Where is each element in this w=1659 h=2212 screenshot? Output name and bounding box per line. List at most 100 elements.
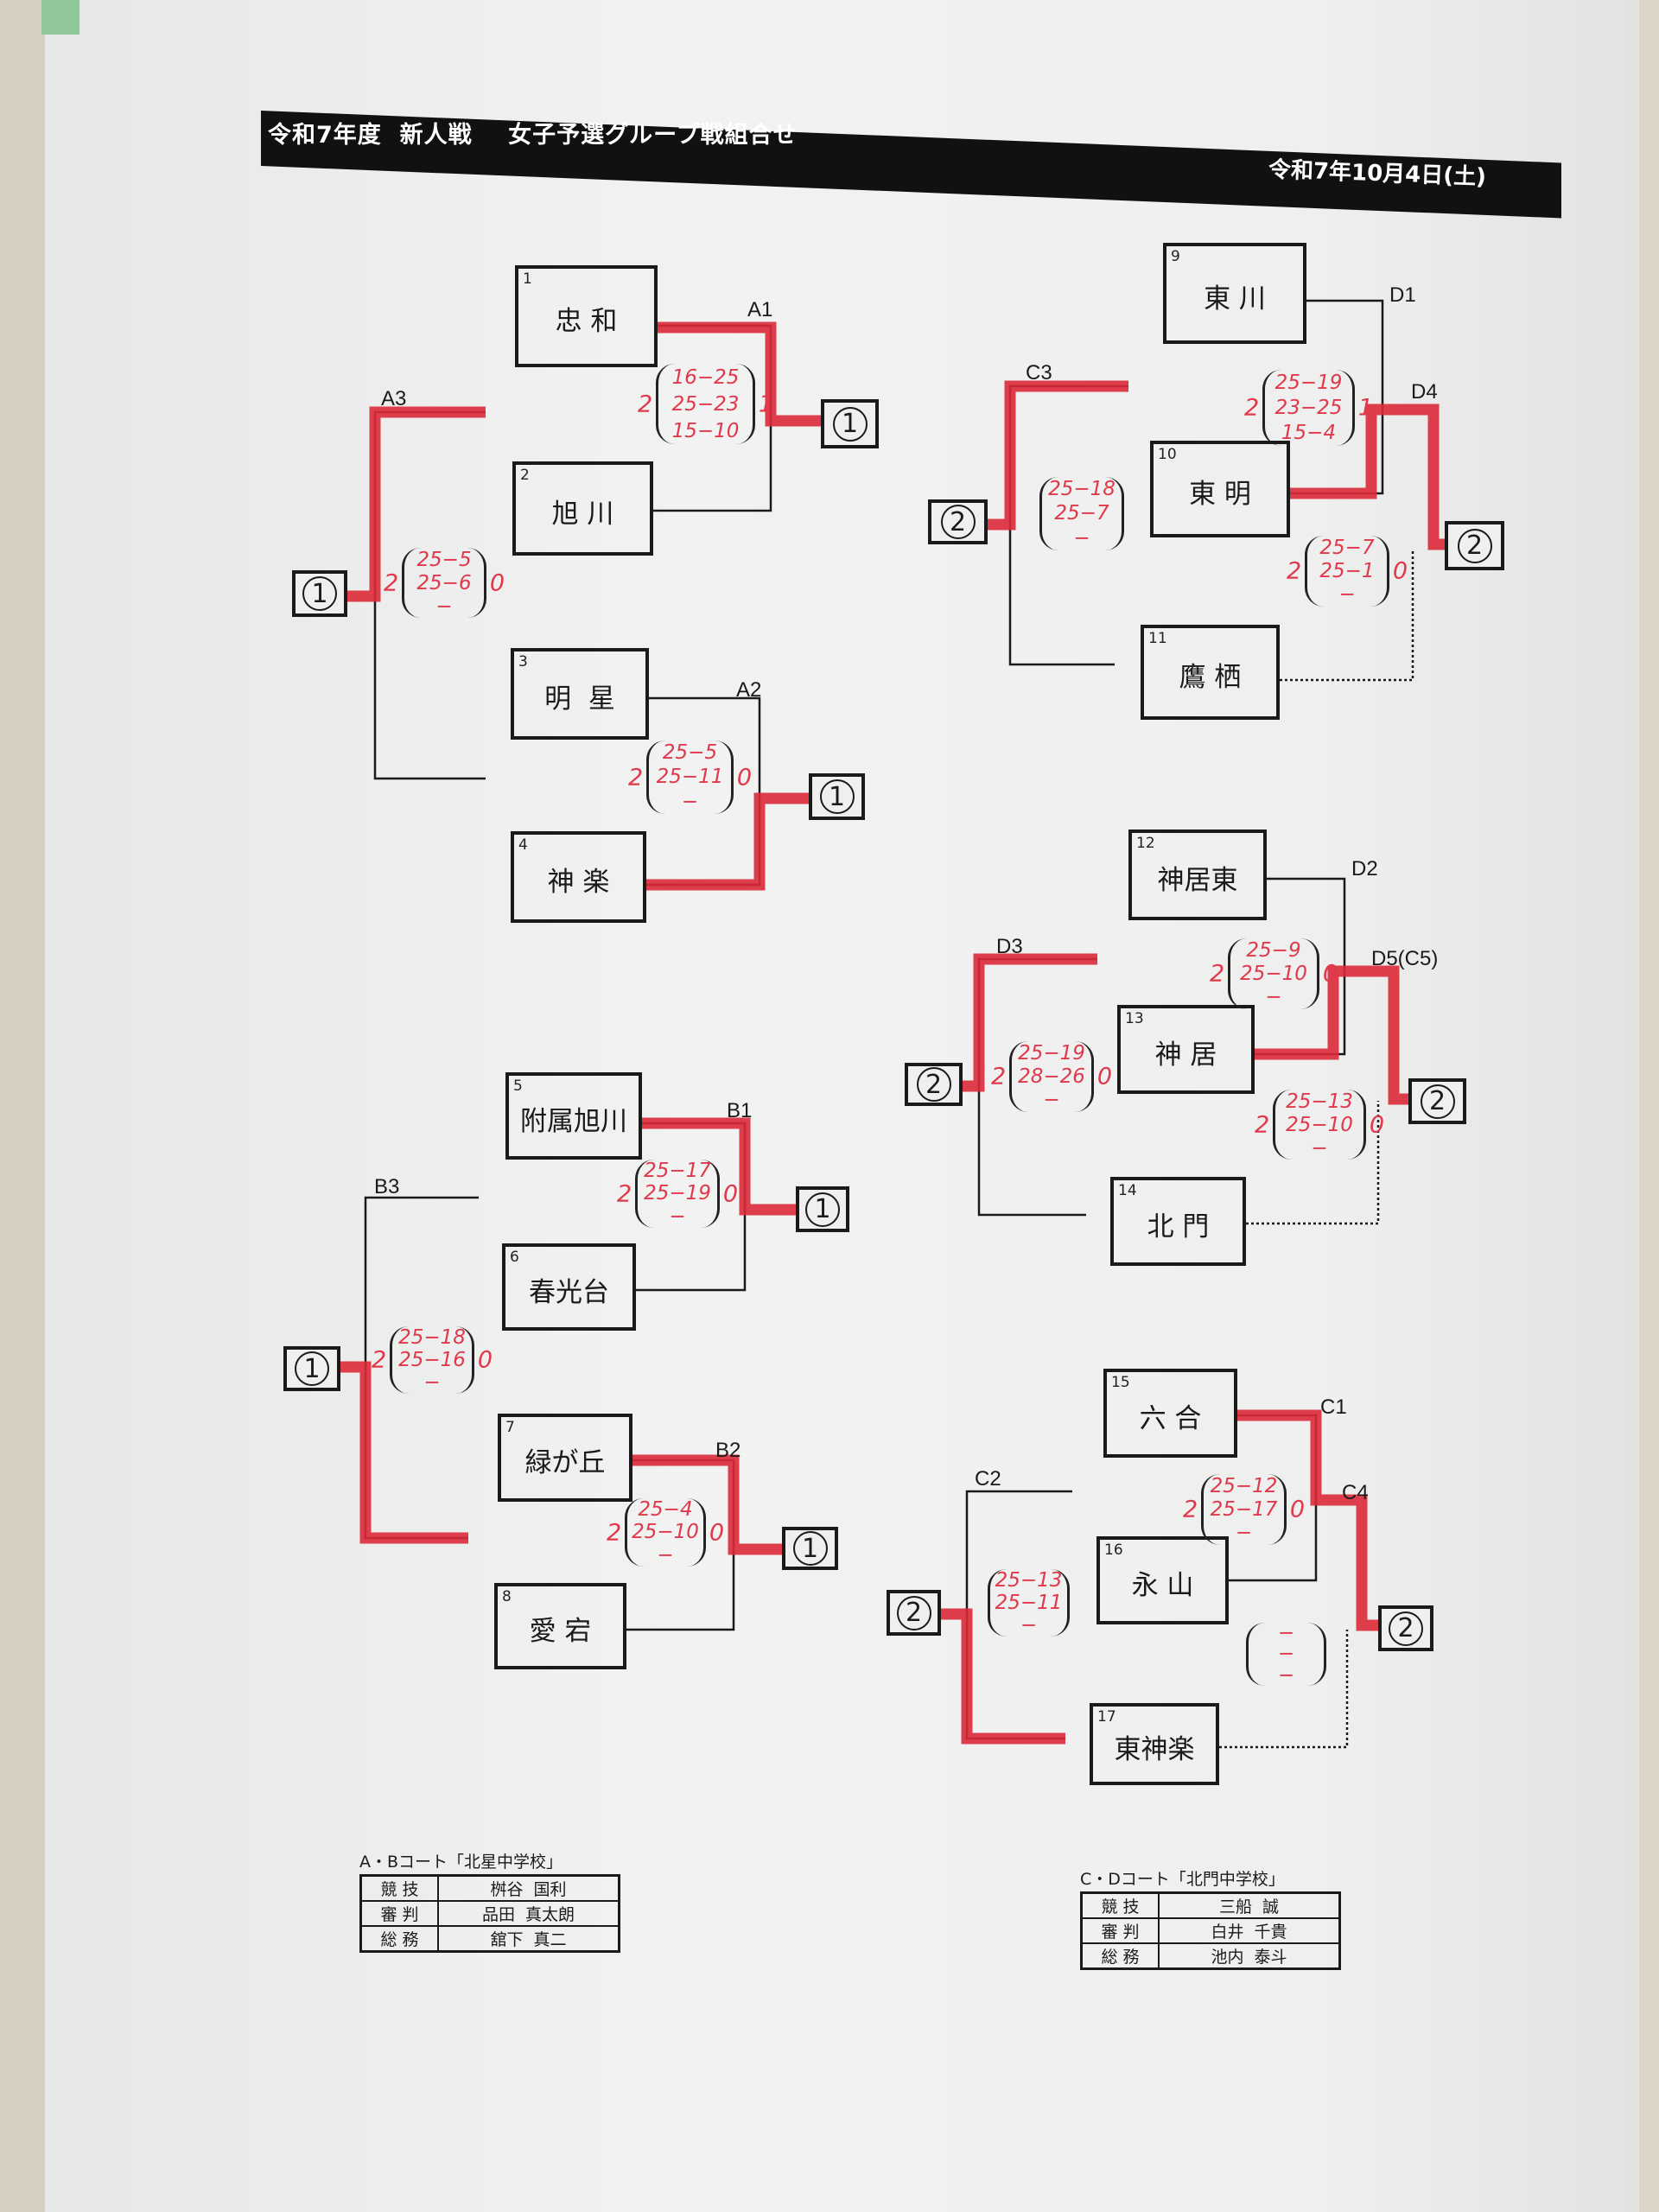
circled-rank: 1 [302,576,337,611]
set-score: 25−10 [1240,962,1307,985]
officials-grid: 競 技三船 誠 審 判白井 千貴 総 務池内 泰斗 [1080,1891,1341,1970]
role-cell: 競 技 [1080,1891,1160,1919]
team-name: 愛 宕 [529,1615,592,1647]
team-name: 附属旭川 [520,1105,627,1137]
set-score: 25−19 [1018,1041,1085,1065]
team-name: 春光台 [529,1276,609,1308]
sets-won-right: 1 [758,391,773,417]
rank-box: 2 [887,1590,941,1636]
team-box: 9 東 川 [1163,243,1306,344]
sets-won-right: 0 [489,569,505,596]
sets-won-left: 2 [372,1346,387,1374]
team-name: 忠 和 [555,305,618,337]
highlight-C2 [941,1608,1065,1745]
team-number: 14 [1118,1182,1137,1199]
match-label: C3 [1026,361,1052,385]
person-cell: 桝谷 国利 [437,1874,620,1902]
circled-rank: 1 [805,1192,840,1227]
team-name: 永 山 [1131,1569,1194,1601]
sets-won-left: 2 [991,1063,1007,1090]
set-score: 25−13 [1286,1090,1353,1113]
team-number: 13 [1125,1010,1144,1027]
team-number: 17 [1097,1708,1116,1726]
set-score: 23−25 [1274,396,1343,419]
sets-won-left: 2 [638,391,653,417]
team-name: 旭 川 [551,498,614,530]
sets-won-right: 0 [709,1519,724,1546]
set-scores: −−− [1246,1623,1326,1686]
match-label: D3 [996,935,1023,958]
set-score: − [1277,1663,1295,1687]
rank-box: 2 [905,1063,963,1106]
set-score: − [1338,583,1356,607]
team-number: 4 [518,836,528,854]
sets-won-left: 2 [1210,960,1225,988]
set-score: − [1277,1643,1295,1666]
rank-box: 1 [796,1186,849,1232]
set-score: − [1277,1622,1295,1645]
team-name: 東 川 [1204,283,1266,315]
set-score: 15−10 [671,419,740,442]
highlight-D1-D4 [1290,404,1445,550]
match-label: A3 [381,387,407,410]
team-number: 1 [523,270,532,288]
set-score: 25−18 [1048,478,1116,501]
set-score: − [423,1371,441,1394]
rank-box: 1 [292,570,347,617]
role-cell: 総 務 [359,1925,439,1953]
set-score: 15−4 [1281,422,1337,445]
line-D4-dotted [1280,550,1414,682]
person-cell: 三船 誠 [1158,1891,1341,1919]
match-label: D5(C5) [1371,947,1439,970]
highlight-C1-C4 [1237,1409,1378,1631]
team-name: 明 星 [544,683,615,715]
match-label: D4 [1411,380,1438,404]
highlight-C3 [988,380,1128,531]
person-cell: 舘下 真二 [437,1925,620,1953]
match-label: C1 [1320,1395,1347,1419]
highlight-B2 [632,1454,782,1555]
team-name: 六 合 [1139,1402,1202,1434]
sets-won-left: 2 [1255,1111,1270,1138]
rank-box: 1 [821,399,879,448]
set-score: − [1073,526,1090,550]
role-cell: 総 務 [1080,1942,1160,1970]
team-number: 15 [1111,1374,1130,1391]
set-score: 25−5 [662,741,718,765]
bracket-dotted-lines [1219,550,1414,1749]
rank-box: 2 [1408,1078,1466,1124]
wall [1637,0,1659,2212]
officials-table-ab: A・Bコート「北星中学校」 競 技桝谷 国利 審 判品田 真太朗 総 務舘下 真… [359,1849,620,1953]
highlight-B3 [340,1361,468,1544]
sets-won-left: 2 [607,1519,622,1546]
table-row: 競 技桝谷 国利 [359,1874,620,1902]
team-number: 9 [1171,248,1180,265]
rank-box: 2 [1378,1605,1433,1651]
set-score: 25−11 [995,1592,1063,1614]
match-label: B3 [374,1175,400,1198]
team-name: 神居東 [1157,864,1238,896]
sets-won-left: 2 [1244,394,1260,422]
winner-highlights [340,321,1445,1745]
set-score: 25−4 [638,1498,693,1522]
team-number: 3 [518,653,528,671]
set-score: − [1020,1614,1038,1637]
highlight-B1 [642,1117,796,1216]
set-score: 25−6 [416,571,472,594]
circled-rank: 2 [1457,528,1492,563]
set-score: 25−18 [398,1326,466,1349]
team-name: 鷹 栖 [1179,661,1242,693]
line-D5-dotted [1246,1101,1380,1225]
set-score: − [681,790,699,813]
set-score: 25−13 [995,1569,1063,1592]
team-number: 11 [1148,630,1167,647]
rank-box: 2 [928,499,988,544]
set-score: 25−5 [416,548,472,571]
